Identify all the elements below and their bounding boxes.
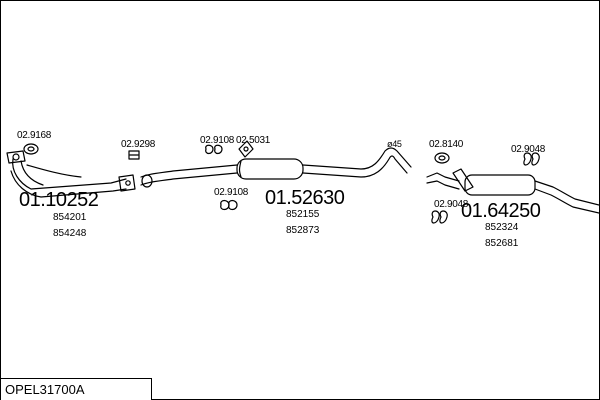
part-label-5031: 02.5031 <box>236 135 271 146</box>
assembly-code-rear-1: 852324 <box>485 222 519 233</box>
bracket-icon <box>238 140 254 158</box>
rubber-ring-icon <box>205 144 223 155</box>
part-label-9108-top: 02.9108 <box>200 135 235 146</box>
rear-pipe <box>426 168 599 214</box>
part-label-9108-bottom: 02.9108 <box>214 187 249 198</box>
middle-pipe <box>140 147 412 188</box>
part-label-9298: 02.9298 <box>121 139 156 150</box>
diagram-title-box: OPEL31700A <box>1 378 152 400</box>
gasket-rear-icon <box>434 152 450 164</box>
part-label-9048-top: 02.9048 <box>511 144 546 155</box>
assembly-code-front-2: 854248 <box>53 228 87 239</box>
clamp-icon <box>128 150 140 160</box>
diagram-title: OPEL31700A <box>5 382 85 397</box>
hanger-icon <box>523 152 540 166</box>
part-label-8140: 02.8140 <box>429 139 464 150</box>
front-pipe <box>6 150 136 198</box>
assembly-number-middle: 01.52630 <box>265 187 345 209</box>
assembly-code-front-1: 854201 <box>53 212 87 223</box>
part-label-9048-bottom: 02.9048 <box>434 199 469 210</box>
part-label-9168: 02.9168 <box>17 130 52 141</box>
assembly-code-middle-1: 852155 <box>286 209 320 220</box>
diameter-label: ø45 <box>387 139 402 149</box>
assembly-code-middle-2: 852873 <box>286 225 320 236</box>
assembly-number-front: 01.10252 <box>19 189 99 211</box>
rubber-ring-lower-icon <box>220 199 238 211</box>
assembly-number-rear: 01.64250 <box>461 200 541 222</box>
gasket-icon <box>23 143 39 155</box>
assembly-code-rear-2: 852681 <box>485 238 519 249</box>
hanger-lower-icon <box>431 210 448 224</box>
